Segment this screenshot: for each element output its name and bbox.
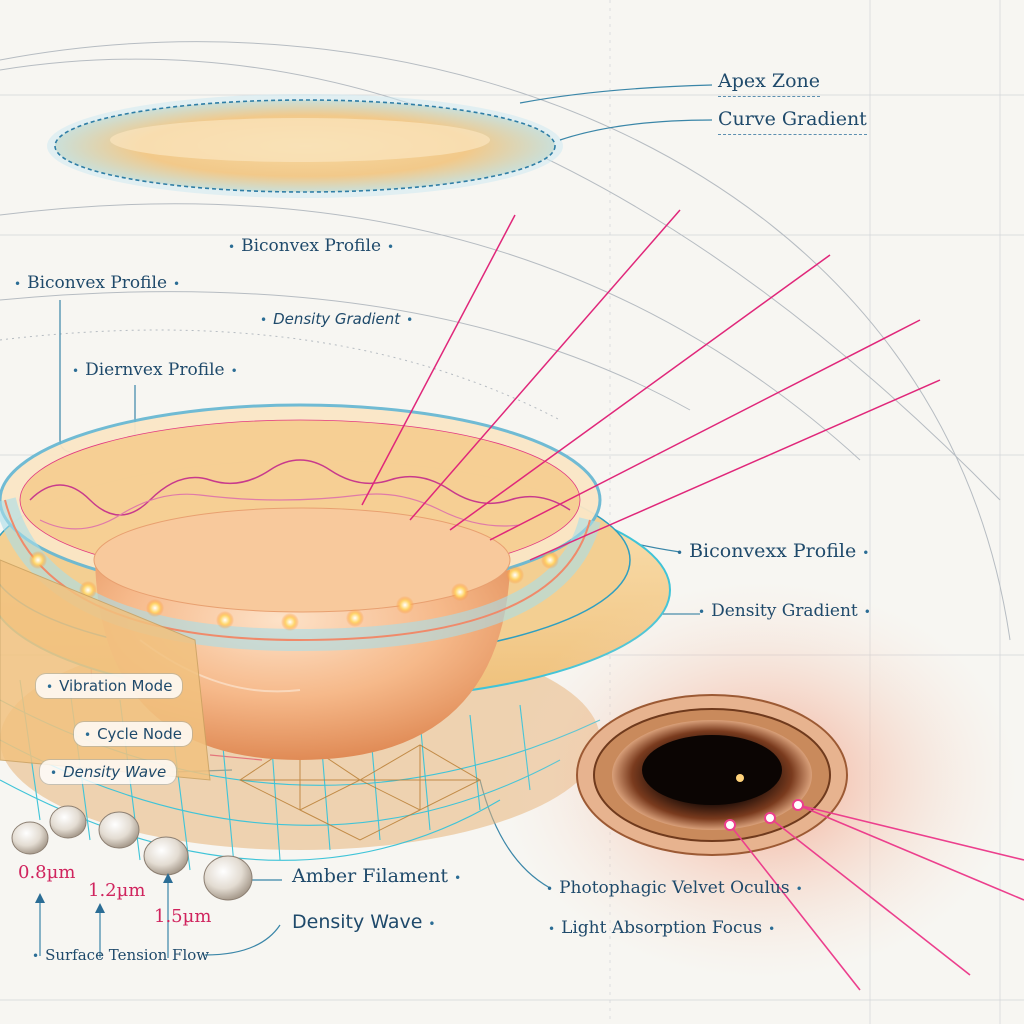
label-biconvex-profile-left: Biconvex Profile <box>8 273 186 293</box>
rim-band <box>0 497 601 652</box>
label-density-wave-left: Density Wave <box>40 760 177 784</box>
label-density-gradient-top: Density Gradient <box>254 310 419 328</box>
label-density-wave-bottom: Density Wave <box>292 911 436 933</box>
label-apex-zone: Apex Zone <box>718 70 821 97</box>
label-diernvex-profile: Diernvex Profile <box>66 360 244 380</box>
label-amber-filament: Amber Filament <box>292 865 461 887</box>
label-cycle-node: Cycle Node <box>74 722 192 746</box>
label-photophagic-velvet-oculus: Photophagic Velvet Oculus <box>540 878 809 898</box>
size-discs <box>11 805 253 901</box>
magenta-rays <box>361 209 941 561</box>
size-label-0-8: 0.8µm <box>18 862 76 883</box>
label-surface-tension-flow: Surface Tension Flow <box>32 946 209 964</box>
label-biconvexx-profile: Biconvexx Profile <box>670 540 875 562</box>
size-label-1-2: 1.2µm <box>88 880 146 901</box>
size-label-1-5: 1.5µm <box>154 906 212 927</box>
outer-arcs <box>0 41 1011 641</box>
label-density-gradient-right: Density Gradient <box>692 601 877 621</box>
label-biconvex-profile-top: Biconvex Profile <box>222 236 400 256</box>
label-light-absorption-focus: Light Absorption Focus <box>542 918 781 938</box>
label-vibration-mode: Vibration Mode <box>36 674 183 698</box>
top-lens <box>47 94 563 198</box>
oculus-rays <box>729 804 1024 991</box>
up-arrows <box>35 873 173 913</box>
label-curve-gradient: Curve Gradient <box>718 108 867 135</box>
